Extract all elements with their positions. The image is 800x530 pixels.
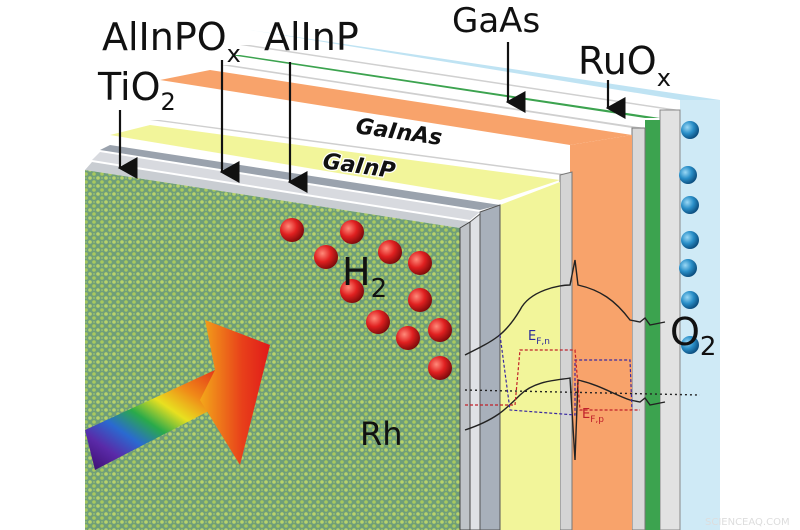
o2-label: O2 bbox=[670, 310, 716, 362]
band-diagram bbox=[464, 259, 701, 461]
gainas-layer bbox=[160, 70, 632, 530]
pointer-arrows bbox=[117, 42, 626, 193]
gaas-layer bbox=[220, 65, 646, 530]
ruox-label: RuOx bbox=[578, 39, 671, 92]
ruox-layer bbox=[240, 45, 681, 530]
h2-label: H2 bbox=[342, 250, 387, 304]
front-face-tio2-rh bbox=[85, 162, 471, 530]
light-arrow bbox=[85, 320, 270, 470]
tunnel-layer bbox=[150, 120, 573, 530]
tio2-label: TiO2 bbox=[97, 65, 176, 116]
rh-label: Rh bbox=[360, 415, 403, 453]
gainp-label: GaInP bbox=[321, 149, 397, 184]
watermark: SCIENCEAQ.COM bbox=[705, 517, 790, 528]
efp-label: EF,p bbox=[582, 407, 604, 425]
fermi-level-p bbox=[465, 349, 640, 411]
alinp-label: AlInP bbox=[264, 15, 359, 59]
o2-bubbles bbox=[679, 121, 699, 354]
green-layer bbox=[230, 55, 660, 530]
alinpox-label: AlInPOx bbox=[102, 15, 241, 68]
gaas-label: GaAs bbox=[452, 1, 540, 41]
efn-label: EF,n bbox=[528, 329, 550, 347]
h2-bubbles bbox=[280, 218, 452, 380]
